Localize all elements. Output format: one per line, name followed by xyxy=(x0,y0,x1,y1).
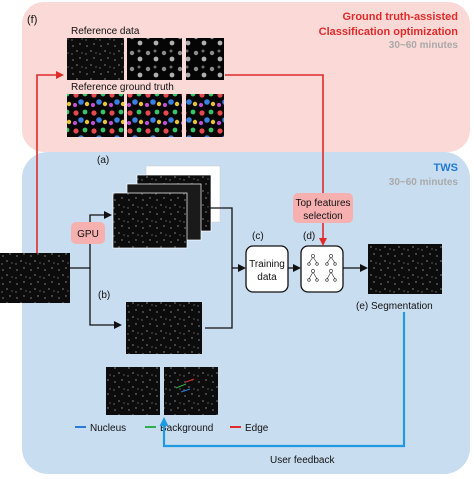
training-data-box xyxy=(245,245,289,293)
panel-f-label: (f) xyxy=(27,14,37,26)
ground-truth-title-line1: Ground truth-assisted xyxy=(342,11,458,23)
feature-stack-image-1 xyxy=(112,192,188,249)
classifier-box xyxy=(300,245,344,293)
label-b: (b) xyxy=(98,290,110,301)
tws-time: 30~60 minutes xyxy=(389,177,459,188)
segmentation-image xyxy=(368,244,442,294)
annotation-image-1 xyxy=(106,367,160,415)
ground-truth-image-2 xyxy=(127,94,182,137)
reference-ground-truth-label: Reference ground truth xyxy=(71,82,174,93)
legend: Nucleus Background Edge xyxy=(75,423,269,434)
gpu-label: GPU xyxy=(77,229,99,240)
random-forest-icon xyxy=(307,254,337,282)
label-c: (c) xyxy=(252,231,264,242)
ground-truth-time: 30~60 minutes xyxy=(389,40,459,51)
ground-truth-image-3 xyxy=(186,94,224,137)
top-features-line1: Top features xyxy=(295,198,350,209)
label-a: (a) xyxy=(97,155,109,166)
label-d: (d) xyxy=(303,231,315,242)
annotation-strokes xyxy=(175,378,195,393)
training-data-line1: Training xyxy=(249,259,285,270)
legend-label-edge: Edge xyxy=(245,423,269,434)
input-image xyxy=(0,253,70,303)
user-feedback-label: User feedback xyxy=(270,455,335,466)
ground-truth-title-line2: Classification optimization xyxy=(319,26,459,38)
top-features-line2: selection xyxy=(303,211,342,222)
red-path-to-reference xyxy=(36,71,64,253)
training-data-line2: data xyxy=(257,272,277,283)
tws-title: TWS xyxy=(434,162,458,174)
legend-label-nucleus: Nucleus xyxy=(90,423,126,434)
ground-truth-image-1 xyxy=(67,94,124,137)
reference-image-2 xyxy=(127,38,182,80)
reference-data-label: Reference data xyxy=(71,26,140,37)
feature-image-b xyxy=(126,302,202,354)
gpu-box xyxy=(71,222,105,244)
red-path-to-features xyxy=(225,74,324,193)
legend-label-background: Background xyxy=(160,423,213,434)
segmentation-label: (e) Segmentation xyxy=(356,301,433,312)
annotation-image-2 xyxy=(164,367,218,415)
user-feedback-arrow xyxy=(159,312,406,448)
branch-line-bottom xyxy=(89,268,122,329)
top-features-box xyxy=(293,193,353,223)
reference-image-1 xyxy=(67,38,124,80)
reference-image-3 xyxy=(186,38,224,80)
